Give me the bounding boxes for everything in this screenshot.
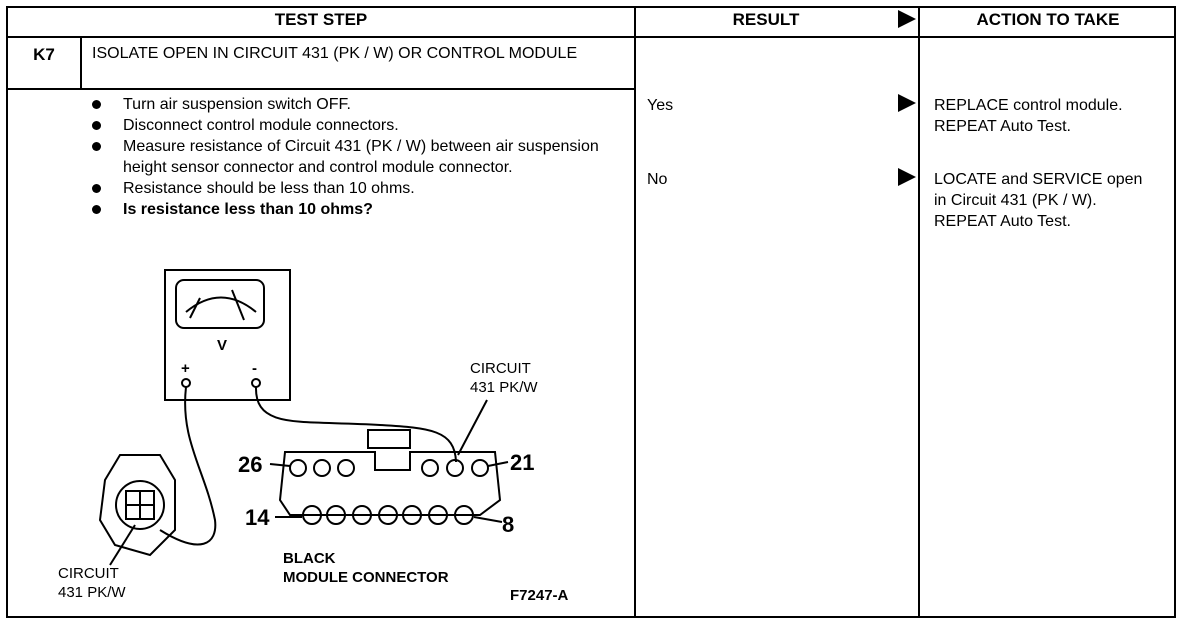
sensor-connector-body [98,454,176,557]
result-yes: Yes [647,97,674,114]
pin-8-label: 8 [502,512,514,537]
result-no: No [647,171,668,188]
header-result: RESULT [732,10,800,29]
plus-terminal [181,378,191,388]
header-test-step: TEST STEP [274,10,368,29]
instruction-item: Disconnect control module connectors. [92,115,622,136]
test-table [6,6,1176,618]
result-yes-arrow-icon [898,94,916,112]
circuit-bottom-label: CIRCUIT [58,565,119,582]
voltmeter-scale-ticks [189,289,245,321]
circuit-top-label: 431 PK/W [470,379,538,396]
module-connector-top-pins [289,459,489,477]
connector-name: BLACK [283,550,336,567]
connector-name: MODULE CONNECTOR [283,569,449,586]
pin-leader-lines [269,399,509,523]
instruction-question: Is resistance less than 10 ohms? [92,199,622,220]
voltmeter-body [164,269,291,401]
divider-teststep-result [634,6,636,618]
pin-14-label: 14 [245,505,270,530]
header-action: ACTION TO TAKE [976,10,1120,29]
instruction-list: Turn air suspension switch OFF. Disconne… [92,94,622,220]
step-title: ISOLATE OPEN IN CIRCUIT 431 (PK / W) OR … [92,45,578,62]
pin-21-label: 21 [510,450,534,475]
instruction-item: Resistance should be less than 10 ohms. [92,178,622,199]
figure-id: F7247-A [510,587,569,604]
circuit-top-label: CIRCUIT [470,360,531,377]
divider-result-action [918,6,920,618]
voltmeter-label: V [217,337,227,354]
module-connector-latch [367,429,411,449]
step-title-rule [6,88,636,90]
action-no: LOCATE and SERVICE open in Circuit 431 (… [934,171,1143,230]
voltmeter-dial [175,279,265,329]
sensor-connector-ring [115,480,165,530]
module-connector-body [278,451,502,516]
voltmeter-scale-arc [185,296,257,313]
module-connector-bottom-pins [302,505,474,525]
minus-terminal [251,378,261,388]
header-arrow-icon [898,10,916,28]
header-rule [6,36,1176,38]
circuit-bottom-label: 431 PK/W [58,584,126,601]
divider-step-id [80,36,82,89]
instruction-item: Measure resistance of Circuit 431 (PK / … [92,136,622,178]
plus-symbol: + [181,360,190,377]
instruction-item: Turn air suspension switch OFF. [92,94,622,115]
minus-symbol: - [252,360,257,377]
plus-lead-wire [159,386,217,546]
step-id: K7 [33,45,55,64]
circuit-bottom-leader [109,524,136,566]
result-no-arrow-icon [898,168,916,186]
pin-26-label: 26 [238,452,262,477]
action-yes: REPLACE control module. REPEAT Auto Test… [934,97,1123,135]
sensor-connector-pins [126,491,154,519]
minus-lead-wire [254,386,457,463]
